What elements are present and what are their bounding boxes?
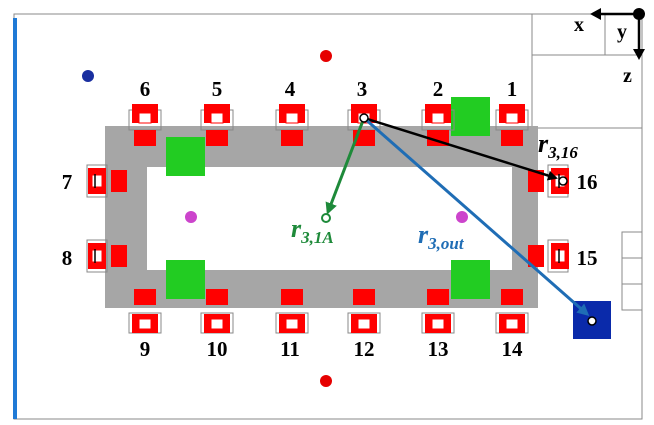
- seat-label-2: 2: [433, 77, 444, 101]
- red-dot-bottom: [320, 375, 332, 387]
- vector-label-r3-1A: r3,1A: [291, 214, 334, 247]
- seat-15: [528, 239, 569, 273]
- magenta-dot-left: [185, 211, 197, 223]
- vector-r3-1A-arrow: [325, 117, 366, 215]
- seat-9: [128, 289, 162, 334]
- vector-r3-16-arrow: [363, 116, 558, 181]
- magenta-dot-right: [456, 211, 468, 223]
- seat-label-11: 11: [280, 337, 300, 361]
- vector-r3-16-sub: 3,16: [547, 143, 578, 162]
- axis-y-label: y: [617, 21, 627, 43]
- seat-label-15: 15: [577, 246, 598, 270]
- blue-dot: [82, 70, 94, 82]
- seat-10: [200, 289, 234, 334]
- seat-label-5: 5: [212, 77, 223, 101]
- seat-14: [495, 289, 529, 334]
- seat-label-4: 4: [285, 77, 296, 101]
- target-point-1A: [321, 213, 331, 223]
- source-point: [359, 113, 369, 123]
- seat-labels: 1 2 3 4 5 6 7 8 9 10 11 12 13 14 15 16: [62, 77, 598, 361]
- vector-r3-out-arrow: [363, 116, 590, 316]
- seat-label-12: 12: [354, 337, 375, 361]
- vector-r3-out-main: r: [418, 220, 429, 249]
- target-point-out: [587, 316, 597, 326]
- seat-label-9: 9: [140, 337, 151, 361]
- seat-label-16: 16: [577, 170, 598, 194]
- seat-4: [275, 104, 309, 146]
- seat-6: [128, 104, 162, 146]
- seat-13: [421, 289, 455, 334]
- red-dot-top: [320, 50, 332, 62]
- vector-r3-1A-main: r: [291, 214, 302, 243]
- seat-label-6: 6: [140, 77, 151, 101]
- axis-x-label: x: [574, 14, 584, 36]
- coordinate-axes: x y z: [574, 8, 645, 87]
- seat-label-3: 3: [357, 77, 368, 101]
- vector-label-r3-16: r3,16: [538, 129, 578, 162]
- vector-r3-1A-sub: 3,1A: [300, 228, 334, 247]
- seat-label-10: 10: [207, 337, 228, 361]
- green-square-1: [451, 97, 490, 136]
- seat-8: [86, 239, 127, 273]
- target-point-16: [558, 176, 568, 186]
- seat-5: [200, 104, 234, 146]
- seat-label-8: 8: [62, 246, 73, 270]
- seat-label-13: 13: [428, 337, 449, 361]
- vector-label-r3-out: r3,out: [418, 220, 465, 253]
- green-square-4: [451, 260, 490, 299]
- seat-12: [347, 289, 381, 334]
- vector-r3-out-sub: 3,out: [427, 234, 465, 253]
- green-square-2: [166, 137, 205, 176]
- seat-label-7: 7: [62, 170, 73, 194]
- seat-label-14: 14: [502, 337, 524, 361]
- axis-z-label: z: [623, 65, 632, 87]
- seat-label-1: 1: [507, 77, 518, 101]
- vector-r3-16-main: r: [538, 129, 549, 158]
- seat-7: [86, 164, 127, 198]
- seat-11: [275, 289, 309, 334]
- seat-1: [495, 104, 529, 146]
- green-square-3: [166, 260, 205, 299]
- room-outline: [13, 13, 643, 420]
